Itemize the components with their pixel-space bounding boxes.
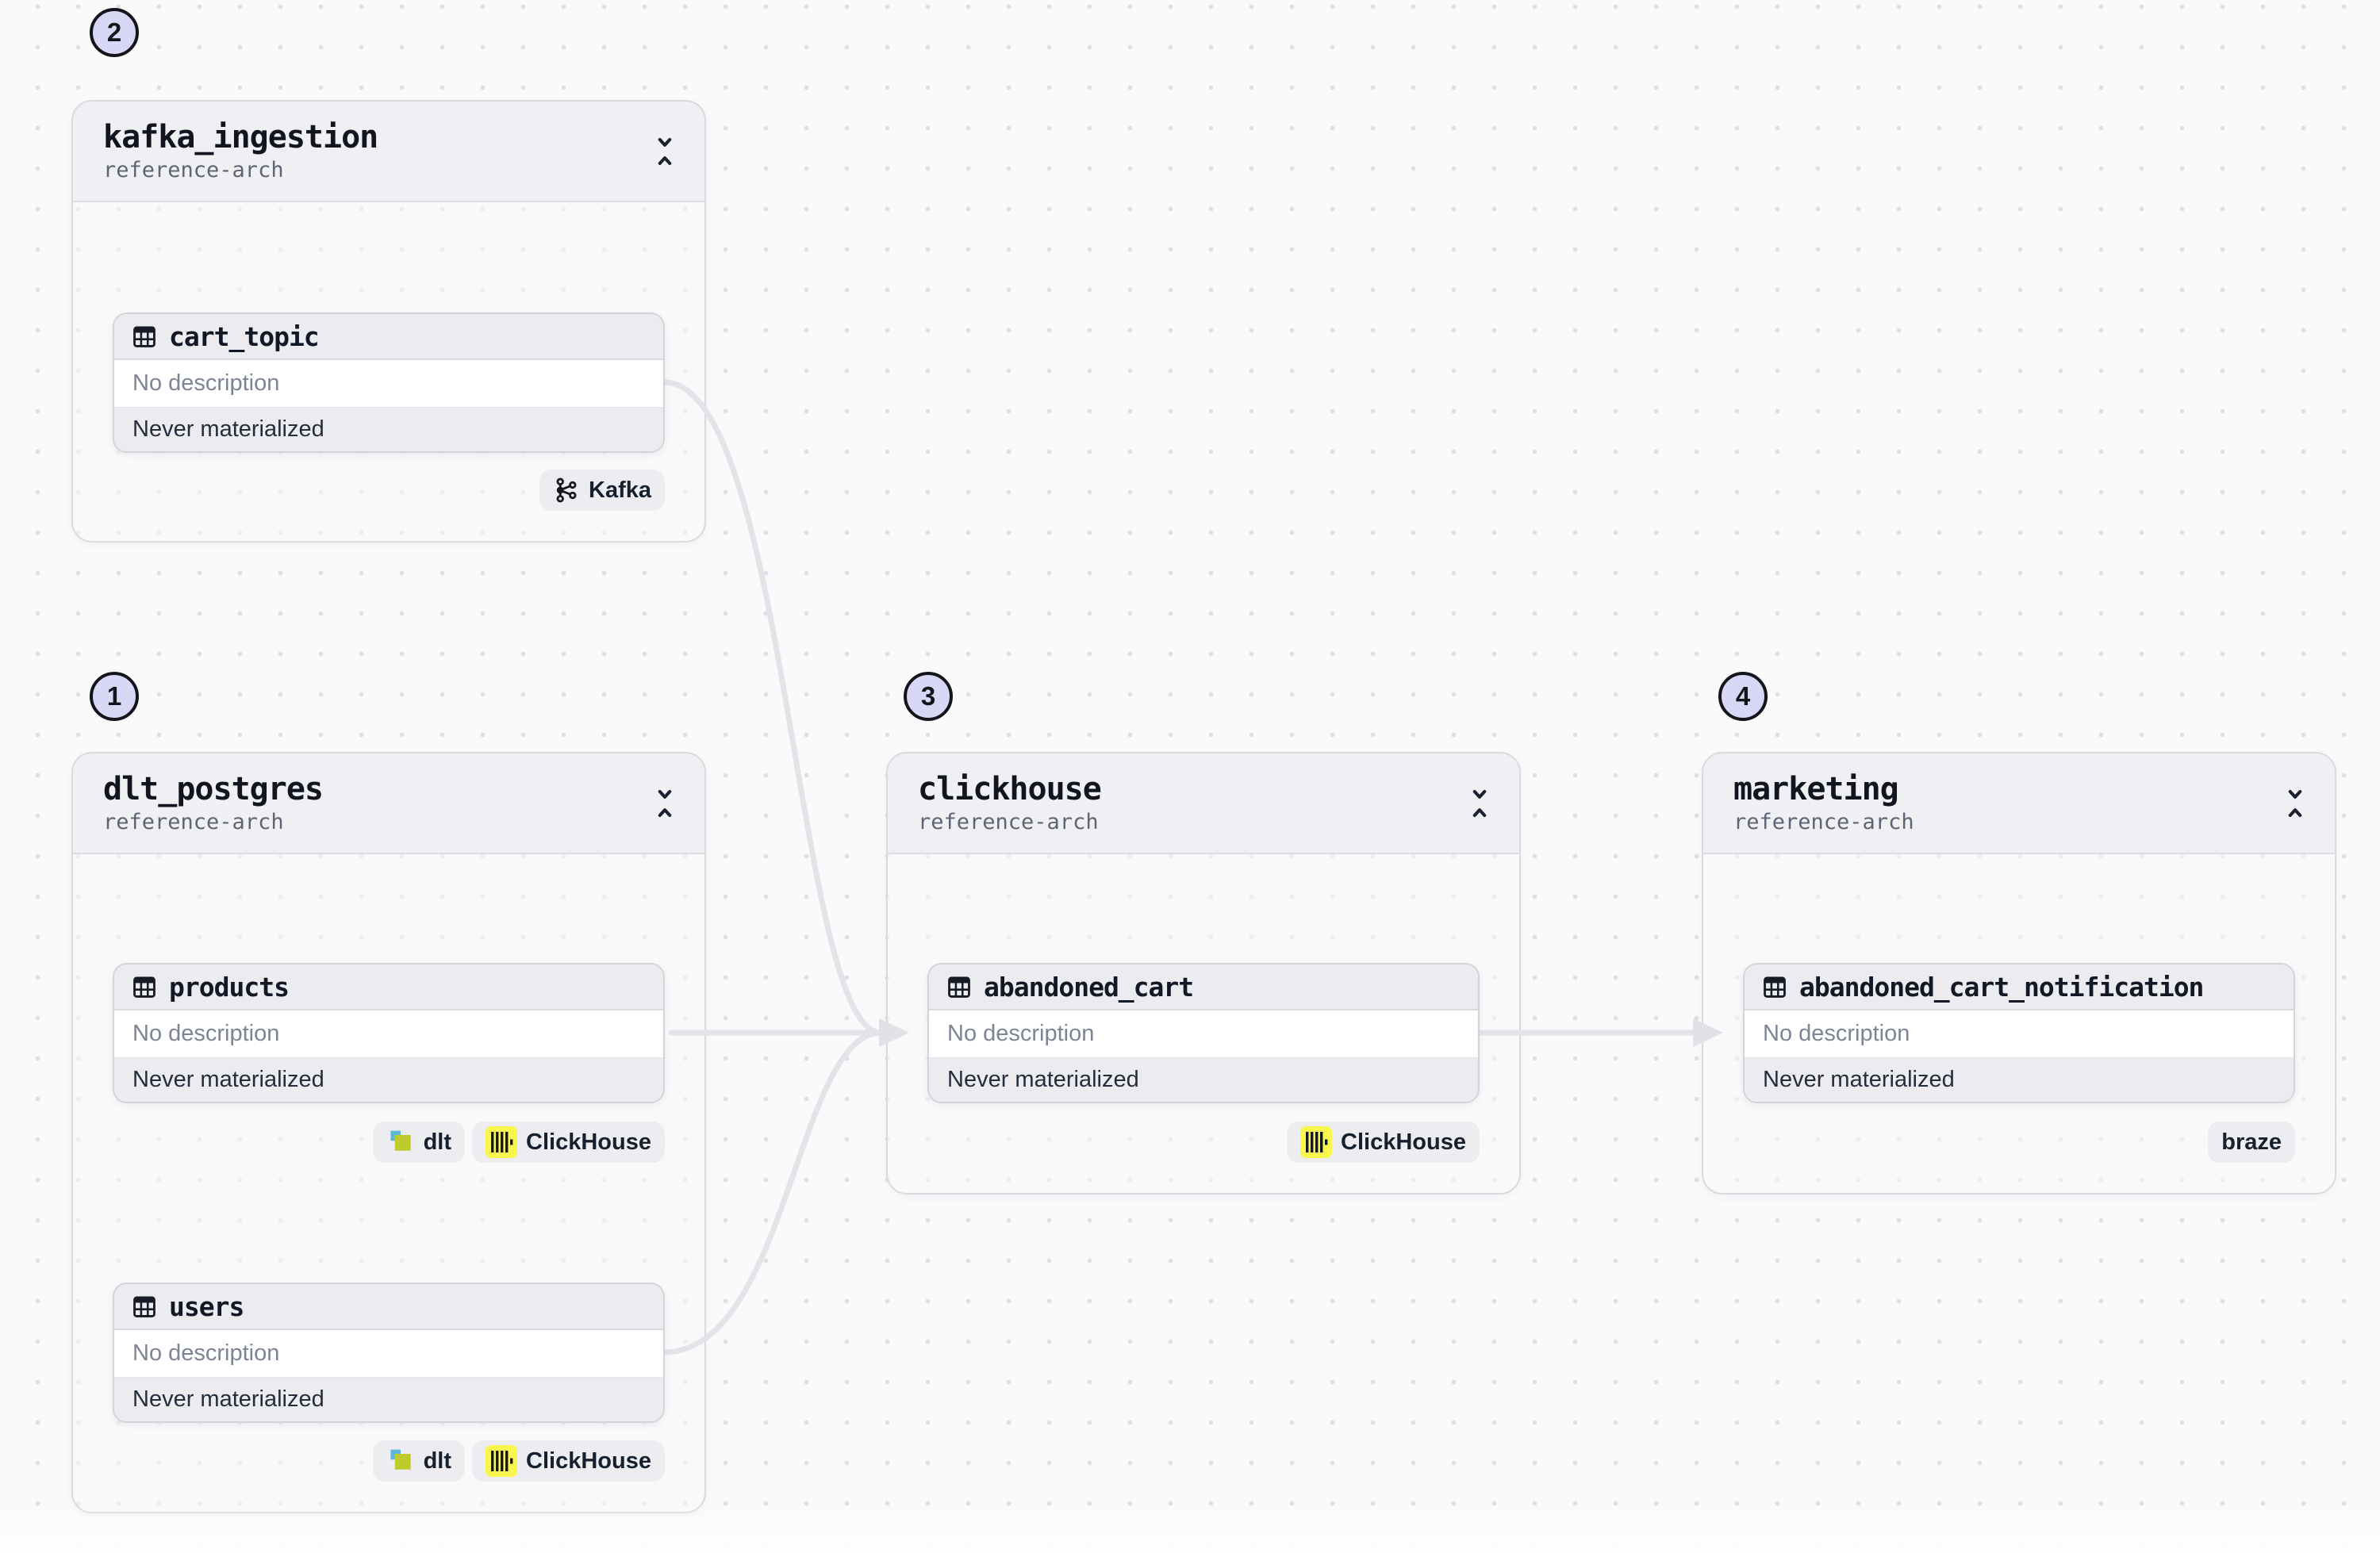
- kind-tag-clickhouse[interactable]: ClickHouse: [472, 1122, 665, 1163]
- step-badge-1: 1: [90, 672, 139, 721]
- kind-tag-label: dlt: [423, 1448, 451, 1474]
- group-subtitle: reference-arch: [103, 810, 284, 834]
- asset-name-row: abandoned_cart_notification: [1745, 964, 2294, 1010]
- group-kafka_ingestion-header[interactable]: kafka_ingestion reference-arch: [73, 102, 704, 202]
- clickhouse-icon: [1300, 1126, 1333, 1158]
- asset-name: abandoned_cart: [984, 971, 1194, 1003]
- collapse-group-button[interactable]: [647, 781, 682, 826]
- table-icon: [948, 976, 970, 998]
- asset-name-row: cart_topic: [114, 314, 663, 360]
- kind-tag-clickhouse[interactable]: ClickHouse: [1287, 1122, 1480, 1163]
- group-title: marketing: [1733, 771, 1899, 807]
- asset-node-abandoned_cart[interactable]: abandoned_cart No description Never mate…: [927, 963, 1480, 1103]
- group-clickhouse-header[interactable]: clickhouse reference-arch: [888, 753, 1519, 854]
- step-badge-3: 3: [904, 672, 953, 721]
- asset-status: Never materialized: [1745, 1058, 2294, 1102]
- asset-status: Never materialized: [114, 1058, 663, 1102]
- step-badge-2: 2: [90, 8, 139, 57]
- table-icon: [133, 1296, 155, 1317]
- group-title: clickhouse: [918, 771, 1102, 807]
- asset-name: users: [169, 1290, 244, 1322]
- collapse-icon: [658, 137, 672, 165]
- asset-node-products[interactable]: products No description Never materializ…: [113, 963, 665, 1103]
- group-title: dlt_postgres: [103, 771, 324, 807]
- clickhouse-icon: [486, 1445, 518, 1477]
- asset-node-abandoned_cart_notification[interactable]: abandoned_cart_notification No descripti…: [1743, 963, 2295, 1103]
- dlt-icon: [390, 1449, 411, 1470]
- asset-name: cart_topic: [169, 320, 320, 352]
- asset-name-row: users: [114, 1284, 663, 1330]
- dlt-icon: [390, 1130, 411, 1151]
- group-dlt_postgres-header[interactable]: dlt_postgres reference-arch: [73, 753, 704, 854]
- kind-tag-label: dlt: [423, 1129, 451, 1155]
- asset-name-row: abandoned_cart: [929, 964, 1478, 1010]
- kind-tag-clickhouse[interactable]: ClickHouse: [472, 1440, 665, 1482]
- asset-description: No description: [114, 1010, 663, 1058]
- collapse-group-button[interactable]: [2278, 781, 2313, 826]
- asset-description: No description: [114, 360, 663, 408]
- collapse-icon: [658, 789, 672, 817]
- asset-status: Never materialized: [114, 1378, 663, 1421]
- kind-tag-dlt[interactable]: dlt: [372, 1122, 465, 1163]
- collapse-icon: [1472, 789, 1487, 817]
- asset-node-cart_topic[interactable]: cart_topic No description Never material…: [113, 313, 665, 453]
- asset-name: products: [169, 971, 290, 1003]
- asset-name: abandoned_cart_notification: [1799, 971, 2204, 1003]
- group-title: kafka_ingestion: [103, 119, 378, 155]
- kind-tag-label: ClickHouse: [1341, 1129, 1466, 1155]
- collapse-group-button[interactable]: [647, 129, 682, 174]
- collapse-icon: [2288, 789, 2302, 817]
- asset-status: Never materialized: [114, 408, 663, 451]
- asset-name-row: products: [114, 964, 663, 1010]
- group-subtitle: reference-arch: [918, 810, 1099, 834]
- collapse-group-button[interactable]: [1462, 781, 1497, 826]
- asset-status: Never materialized: [929, 1058, 1478, 1102]
- kind-tag-label: ClickHouse: [526, 1448, 651, 1474]
- kind-tag-label: Kafka: [589, 477, 651, 503]
- step-number: 3: [920, 681, 936, 711]
- kafka-icon: [556, 477, 577, 503]
- step-number: 4: [1735, 681, 1751, 711]
- group-subtitle: reference-arch: [103, 158, 284, 182]
- group-marketing-header[interactable]: marketing reference-arch: [1703, 753, 2335, 854]
- table-icon: [1764, 976, 1786, 998]
- kind-tag-kafka[interactable]: Kafka: [539, 470, 665, 511]
- asset-description: No description: [929, 1010, 1478, 1058]
- bottom-fade-bar: [0, 1505, 2380, 1553]
- asset-node-users[interactable]: users No description Never materialized: [113, 1283, 665, 1423]
- step-badge-4: 4: [1718, 672, 1768, 721]
- step-number: 2: [106, 17, 122, 47]
- kind-tag-dlt[interactable]: dlt: [372, 1440, 465, 1482]
- group-subtitle: reference-arch: [1733, 810, 1914, 834]
- step-number: 1: [106, 681, 122, 711]
- table-icon: [133, 326, 155, 347]
- kind-tag-label: braze: [2221, 1129, 2282, 1155]
- kind-tag-braze[interactable]: braze: [2208, 1122, 2295, 1163]
- table-icon: [133, 976, 155, 998]
- asset-description: No description: [1745, 1010, 2294, 1058]
- kind-tag-label: ClickHouse: [526, 1129, 651, 1155]
- clickhouse-icon: [486, 1126, 518, 1158]
- asset-description: No description: [114, 1330, 663, 1378]
